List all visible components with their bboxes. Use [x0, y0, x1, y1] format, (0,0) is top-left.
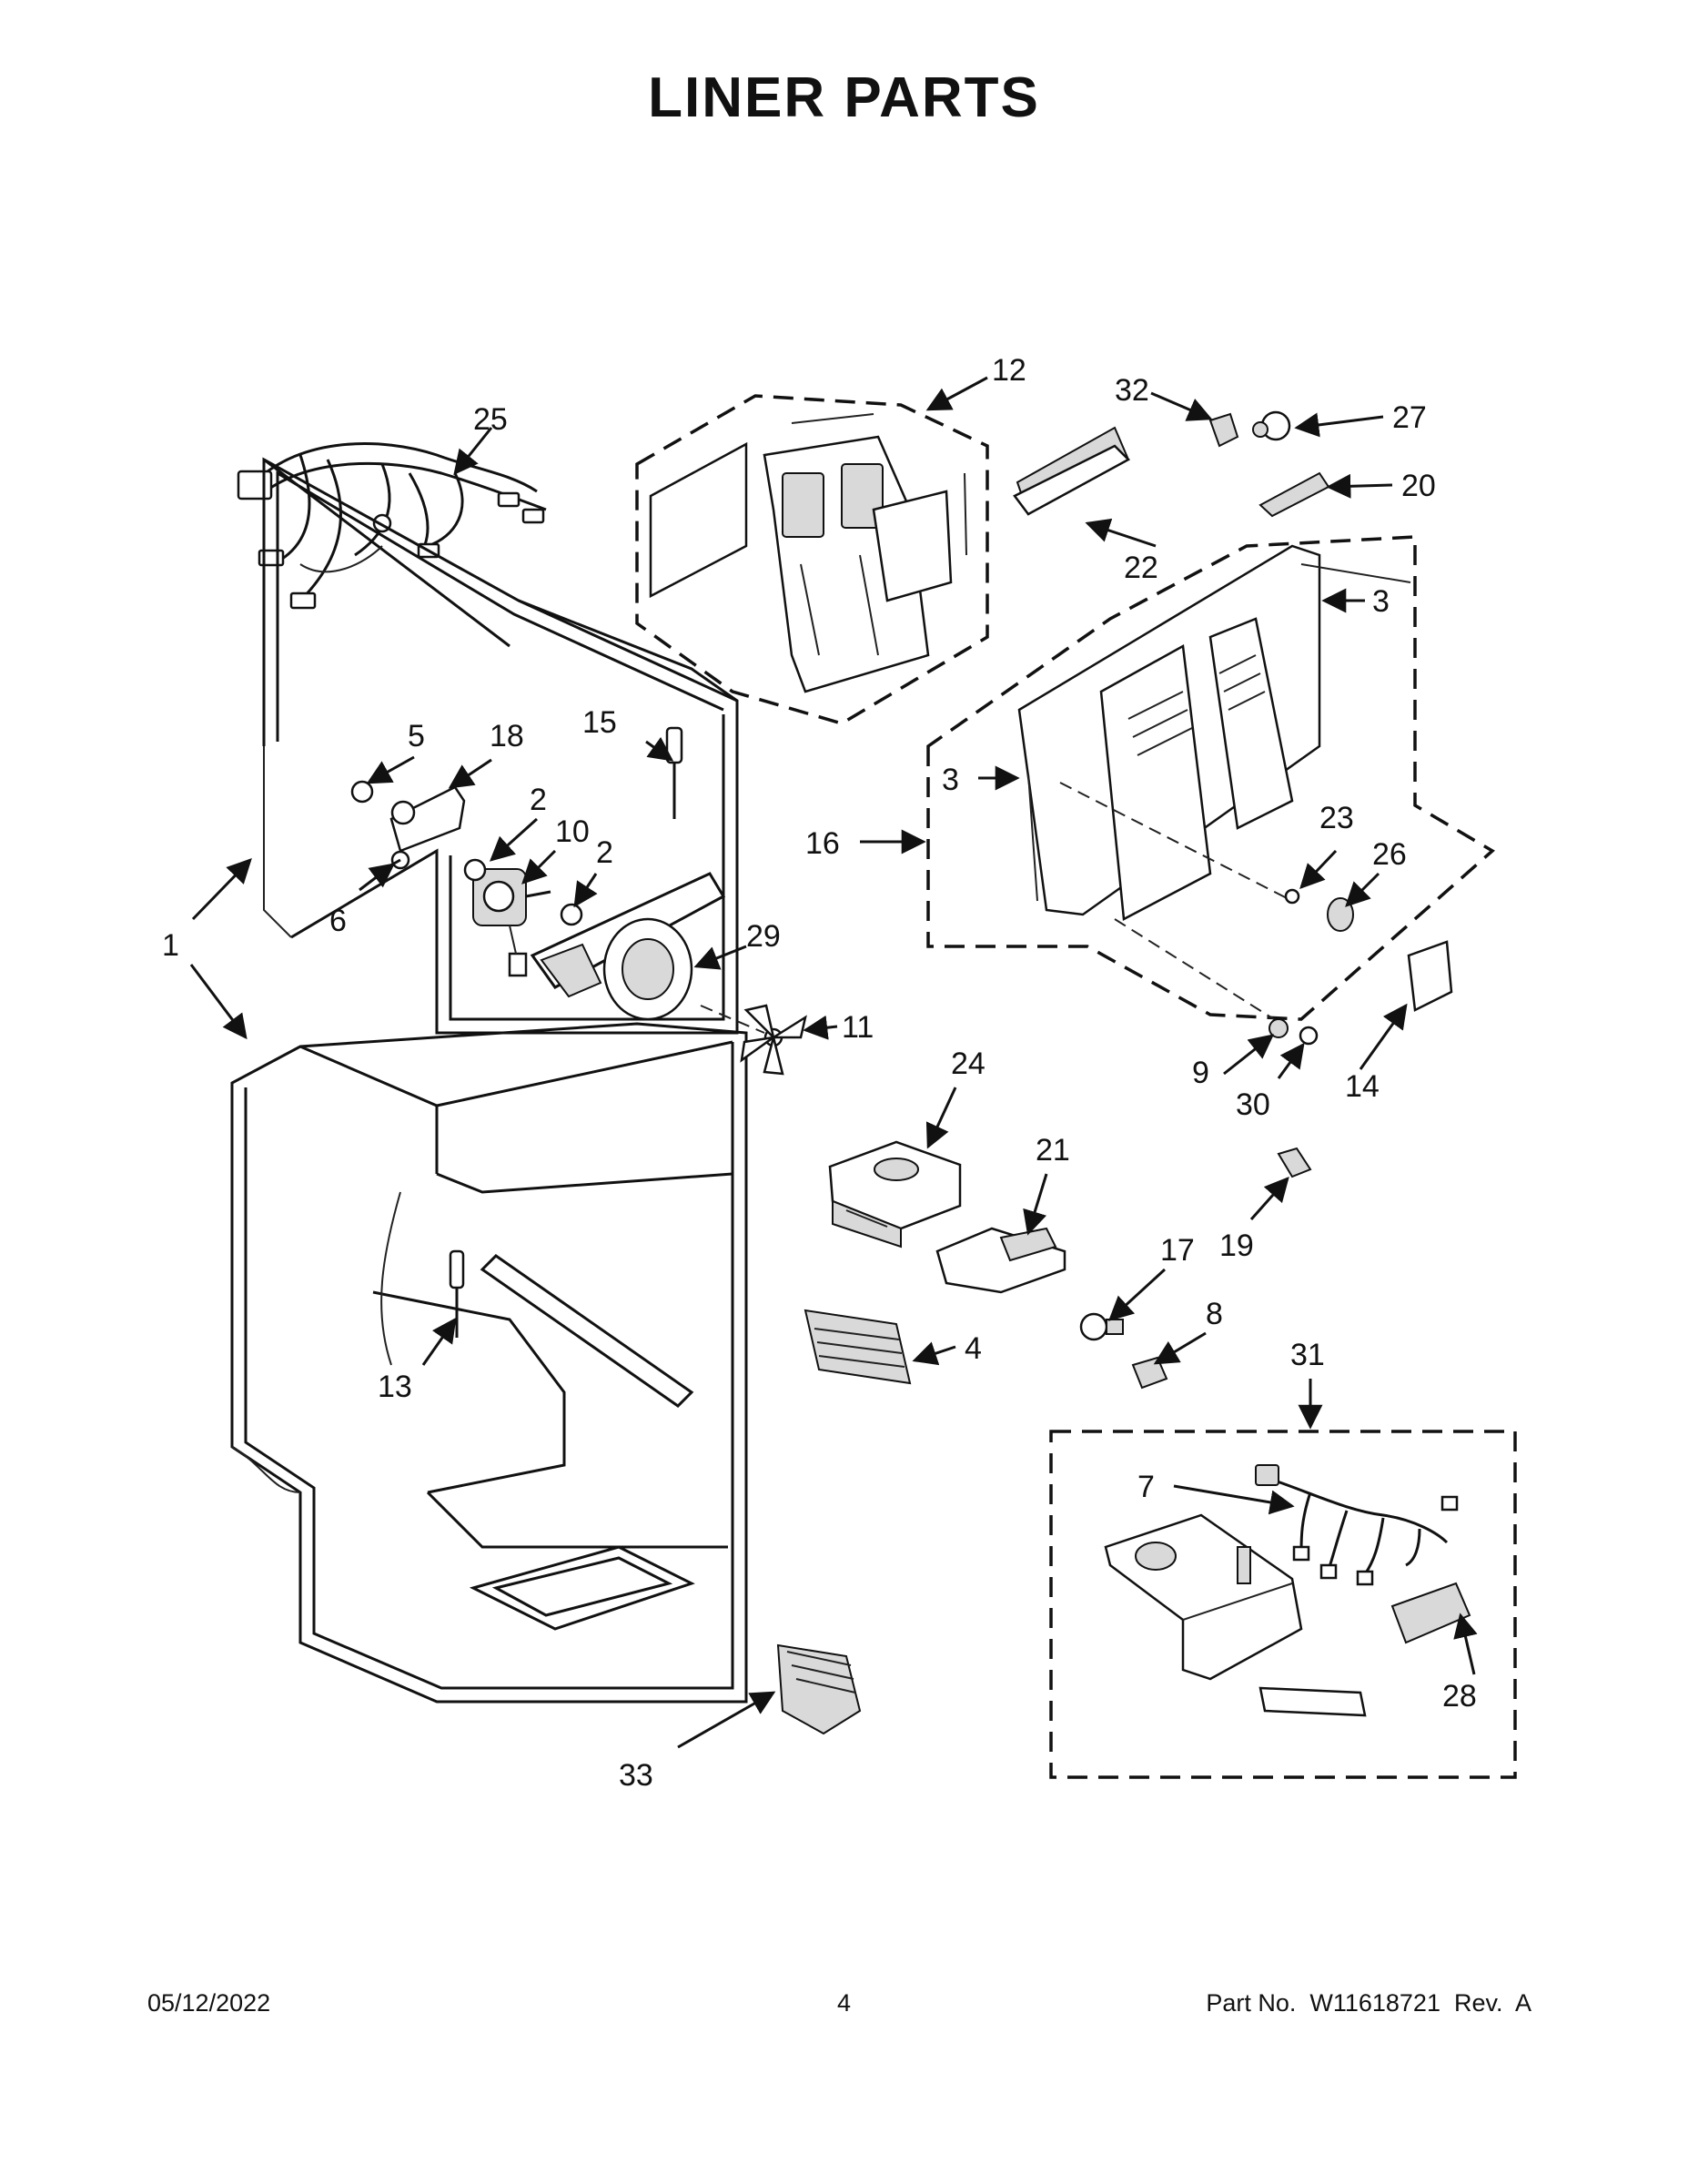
callout-22: 22 [1124, 551, 1158, 585]
callout-1: 1 [162, 928, 179, 963]
part-31-kit-boundary [1049, 1430, 1517, 1779]
part-31-ice-housing [1104, 1513, 1367, 1717]
callout-14: 14 [1345, 1069, 1380, 1104]
footer-page-number: 4 [836, 1989, 852, 2017]
part-32-socket [1208, 412, 1239, 448]
part-1-freezer-liner [262, 457, 739, 1035]
part-30-plug [1299, 1026, 1319, 1046]
callout-3b: 3 [942, 763, 959, 797]
part-29-fan-shroud [530, 872, 726, 1021]
callout-25: 25 [473, 402, 508, 437]
callout-13: 13 [378, 1370, 412, 1404]
part-16-kit-boundary [926, 535, 1495, 1021]
part-25-wire-harness [237, 442, 547, 610]
part-22-handle [1013, 426, 1131, 516]
part-20-clip [1258, 471, 1330, 518]
part-10-fan-motor [472, 868, 551, 977]
callout-4: 4 [965, 1331, 982, 1366]
callout-9: 9 [1192, 1056, 1209, 1090]
callout-24: 24 [951, 1046, 986, 1081]
callout-labels: 1 25 5 18 6 2 10 2 15 29 11 13 33 12 22 … [162, 353, 1477, 1793]
callout-31: 31 [1290, 1338, 1325, 1372]
leader-arrows [189, 376, 1478, 1749]
part-23-screw [1284, 888, 1300, 905]
callout-7: 7 [1137, 1470, 1155, 1504]
part-13-thermistor [449, 1249, 465, 1338]
callout-32: 32 [1115, 373, 1149, 408]
footer-date: 05/12/2022 [147, 1989, 271, 2017]
callout-19: 19 [1219, 1228, 1254, 1263]
callout-29: 29 [746, 919, 781, 954]
callout-3a: 3 [1372, 584, 1390, 619]
callout-28: 28 [1442, 1679, 1477, 1714]
callout-2a: 2 [530, 783, 547, 817]
callout-33: 33 [619, 1758, 653, 1793]
part-11-fan-blade [700, 1004, 807, 1076]
part-4-louver [804, 1309, 912, 1385]
part-3-rear-panel [1017, 544, 1411, 1020]
callout-11: 11 [842, 1010, 874, 1045]
part-24-air-diffuser [828, 1140, 962, 1249]
callout-17: 17 [1160, 1233, 1195, 1268]
part-27-bulb [1252, 410, 1291, 441]
callout-20: 20 [1401, 469, 1436, 503]
part-14-cover [1407, 940, 1453, 1012]
callout-21: 21 [1036, 1133, 1070, 1168]
callout-15: 15 [582, 705, 617, 740]
footer-part-number: Part No. W11618721 Rev. A [1206, 1989, 1531, 2017]
callout-2b: 2 [596, 835, 613, 870]
part-19-latch [1277, 1147, 1312, 1178]
part-18-bracket [389, 785, 466, 853]
part-15-thermistor [665, 726, 683, 819]
callout-8: 8 [1206, 1297, 1223, 1331]
part-8-socket [1131, 1356, 1168, 1390]
page-title: LINER PARTS [648, 66, 1040, 129]
callout-23: 23 [1319, 801, 1354, 835]
part-2-grommet-b [560, 903, 583, 926]
part-9-screw [1269, 1018, 1289, 1038]
callout-12: 12 [992, 353, 1026, 388]
callout-10: 10 [555, 814, 590, 849]
part-12-kit-contents [649, 413, 967, 693]
callout-6: 6 [329, 904, 347, 938]
callout-18: 18 [490, 719, 524, 753]
part-7-harness [1255, 1464, 1459, 1586]
part-2-grommet-a [463, 858, 487, 882]
part-33-damper-vent [776, 1643, 862, 1735]
part-1-fresh-food-liner [230, 1022, 748, 1704]
part-28-control-board [1390, 1582, 1471, 1644]
callout-27: 27 [1392, 400, 1427, 435]
callout-30: 30 [1236, 1087, 1270, 1122]
callout-16: 16 [805, 826, 840, 861]
part-12-kit-boundary [635, 394, 989, 725]
callout-26: 26 [1372, 837, 1407, 872]
part-5-screw [350, 780, 374, 804]
part-17-bulb [1079, 1312, 1124, 1341]
part-21-housing [935, 1227, 1066, 1294]
callout-5: 5 [408, 719, 425, 753]
part-6-screw [383, 850, 410, 871]
